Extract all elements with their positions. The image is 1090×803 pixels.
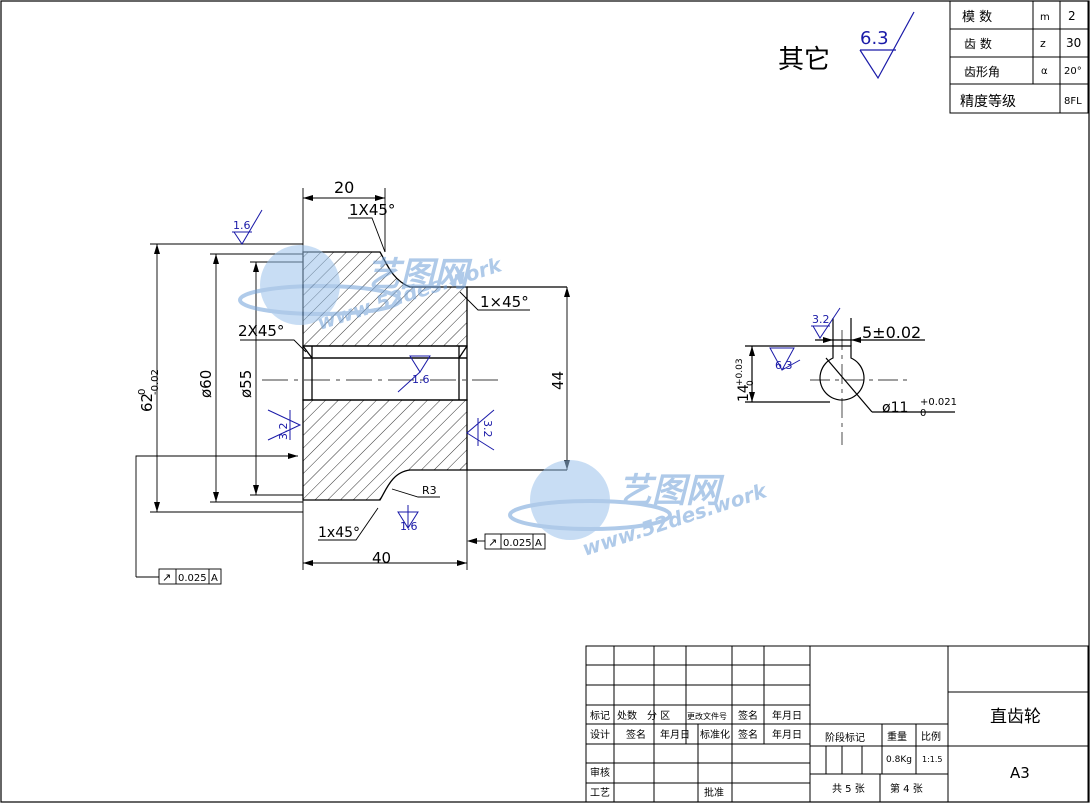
pressure-angle-value: 20° (1064, 66, 1082, 77)
keyway-section-view (745, 318, 955, 445)
runout-left-value: 0.025 (178, 573, 207, 584)
runout-frame-right (484, 533, 546, 550)
dim-bottom-width: 40 (372, 549, 391, 567)
teeth-value: 30 (1066, 36, 1081, 50)
other-roughness-label: 其它 (778, 45, 830, 75)
dim-hub-44: 44 (549, 371, 567, 390)
keyway-roughness-side-value: 6.3 (775, 359, 793, 372)
svg-text:0: 0 (746, 380, 756, 386)
dim-dia-60: ø60 (197, 370, 215, 398)
roughness-left-value: 3.2 (277, 423, 290, 441)
tb-design-date: 年月日 (660, 728, 690, 741)
tb-std-date: 年月日 (772, 728, 802, 741)
dimension-lines (135, 188, 568, 577)
dim-outer-diameter: 62 0 -0.02 (137, 369, 161, 412)
watermark-brand-2: 艺图网 (618, 471, 725, 511)
runout-right-symbol: ↗ (488, 536, 497, 549)
keyway-bore-dia: ø11 (882, 400, 908, 416)
svg-text:+0.03: +0.03 (735, 358, 745, 386)
watermark-brand-1: 艺图网 (366, 255, 473, 295)
roughness-symbol-right (466, 409, 495, 451)
runout-right-value: 0.025 (503, 538, 532, 549)
accuracy-grade-value: 8FL (1064, 96, 1082, 107)
tb-standardization: 标准化 (700, 728, 730, 741)
dim-dia-55: ø55 (237, 370, 255, 398)
watermark-2: 艺图网 www.52des.work (508, 460, 771, 561)
tb-part-name: 直齿轮 (990, 707, 1041, 727)
upper-section-hatch (302, 251, 468, 347)
svg-text:0: 0 (137, 389, 148, 395)
other-roughness-value: 6.3 (860, 28, 889, 49)
tb-total-sheets: 共 5 张 (832, 783, 865, 795)
tb-header-zone: 分 区 (647, 710, 670, 722)
tb-weight-value: 0.8Kg (886, 755, 912, 765)
keyway-width: 5±0.02 (862, 323, 921, 342)
tb-approve: 批准 (704, 786, 724, 799)
tb-weight-label: 重量 (887, 730, 907, 743)
dim-chamfer-right: 1×45° (480, 293, 529, 311)
tb-review: 审核 (590, 766, 610, 779)
pressure-angle-label: 齿形角 (964, 65, 1000, 79)
keyway-roughness-top-value: 3.2 (812, 313, 830, 326)
module-symbol: m (1040, 12, 1050, 23)
svg-text:62: 62 (138, 393, 156, 412)
tb-sheet-number: 第 4 张 (890, 782, 923, 795)
tb-header-mark: 标记 (590, 710, 610, 722)
keyway-roughness-top (811, 307, 841, 339)
roughness-top-value: 1.6 (233, 219, 251, 232)
runout-left-symbol: ↗ (162, 571, 171, 584)
gear-parameter-table (949, 0, 1089, 114)
lower-section-hatch (302, 399, 468, 501)
tb-design-sign: 签名 (626, 728, 646, 741)
runout-left-datum: A (211, 573, 218, 584)
keyway-arrows (749, 337, 861, 402)
keyway-bore-tol-up: +0.021 (920, 397, 957, 408)
runout-frame-left (136, 568, 222, 585)
roughness-bottom-value: 1.6 (400, 520, 418, 533)
roughness-symbol-bottom (397, 505, 419, 529)
runout-right-datum: A (535, 538, 542, 549)
gear-section-view (262, 251, 567, 501)
roughness-symbol-top (232, 209, 263, 245)
teeth-symbol: z (1040, 37, 1046, 50)
roughness-right-value: 3.2 (481, 420, 494, 438)
tb-scale-label: 比例 (921, 730, 941, 743)
pressure-angle-symbol: α (1041, 66, 1048, 77)
roughness-symbol-bore (397, 355, 431, 393)
dimension-arrows (154, 195, 570, 566)
module-label: 模 数 (962, 10, 992, 25)
dim-chamfer-top: 1X45° (349, 201, 395, 219)
tb-header-sign: 签名 (738, 709, 758, 722)
tb-header-change-doc: 更改文件号 (687, 711, 727, 721)
dim-radius: R3 (422, 484, 437, 497)
module-value: 2 (1068, 9, 1076, 23)
dim-top-width: 20 (334, 178, 354, 197)
keyway-roughness-side (769, 347, 801, 372)
tb-std-sign: 签名 (738, 728, 758, 741)
svg-text:-0.02: -0.02 (150, 369, 161, 395)
tb-process: 工艺 (590, 787, 610, 799)
tb-header-count: 处数 (617, 709, 637, 722)
roughness-bore-value: 1.6 (412, 373, 430, 386)
tb-design: 设计 (590, 728, 610, 741)
tb-scale-value: 1:1.5 (922, 755, 943, 764)
teeth-label: 齿 数 (964, 36, 992, 51)
tb-stage-mark: 阶段标记 (825, 731, 865, 744)
dim-chamfer-left: 2X45° (238, 322, 284, 340)
keyway-bore-tol-low: 0 (920, 408, 926, 419)
title-block (585, 645, 1089, 803)
dim-chamfer-bottom: 1x45° (318, 525, 360, 541)
accuracy-grade-label: 精度等级 (960, 93, 1016, 110)
other-roughness-symbol (859, 11, 915, 80)
keyway-depth: 14 +0.03 0 (735, 358, 756, 402)
roughness-symbol-left (267, 409, 302, 441)
svg-text:14: 14 (736, 384, 752, 402)
tb-header-date: 年月日 (772, 709, 802, 722)
tb-paper-size: A3 (1010, 764, 1030, 782)
